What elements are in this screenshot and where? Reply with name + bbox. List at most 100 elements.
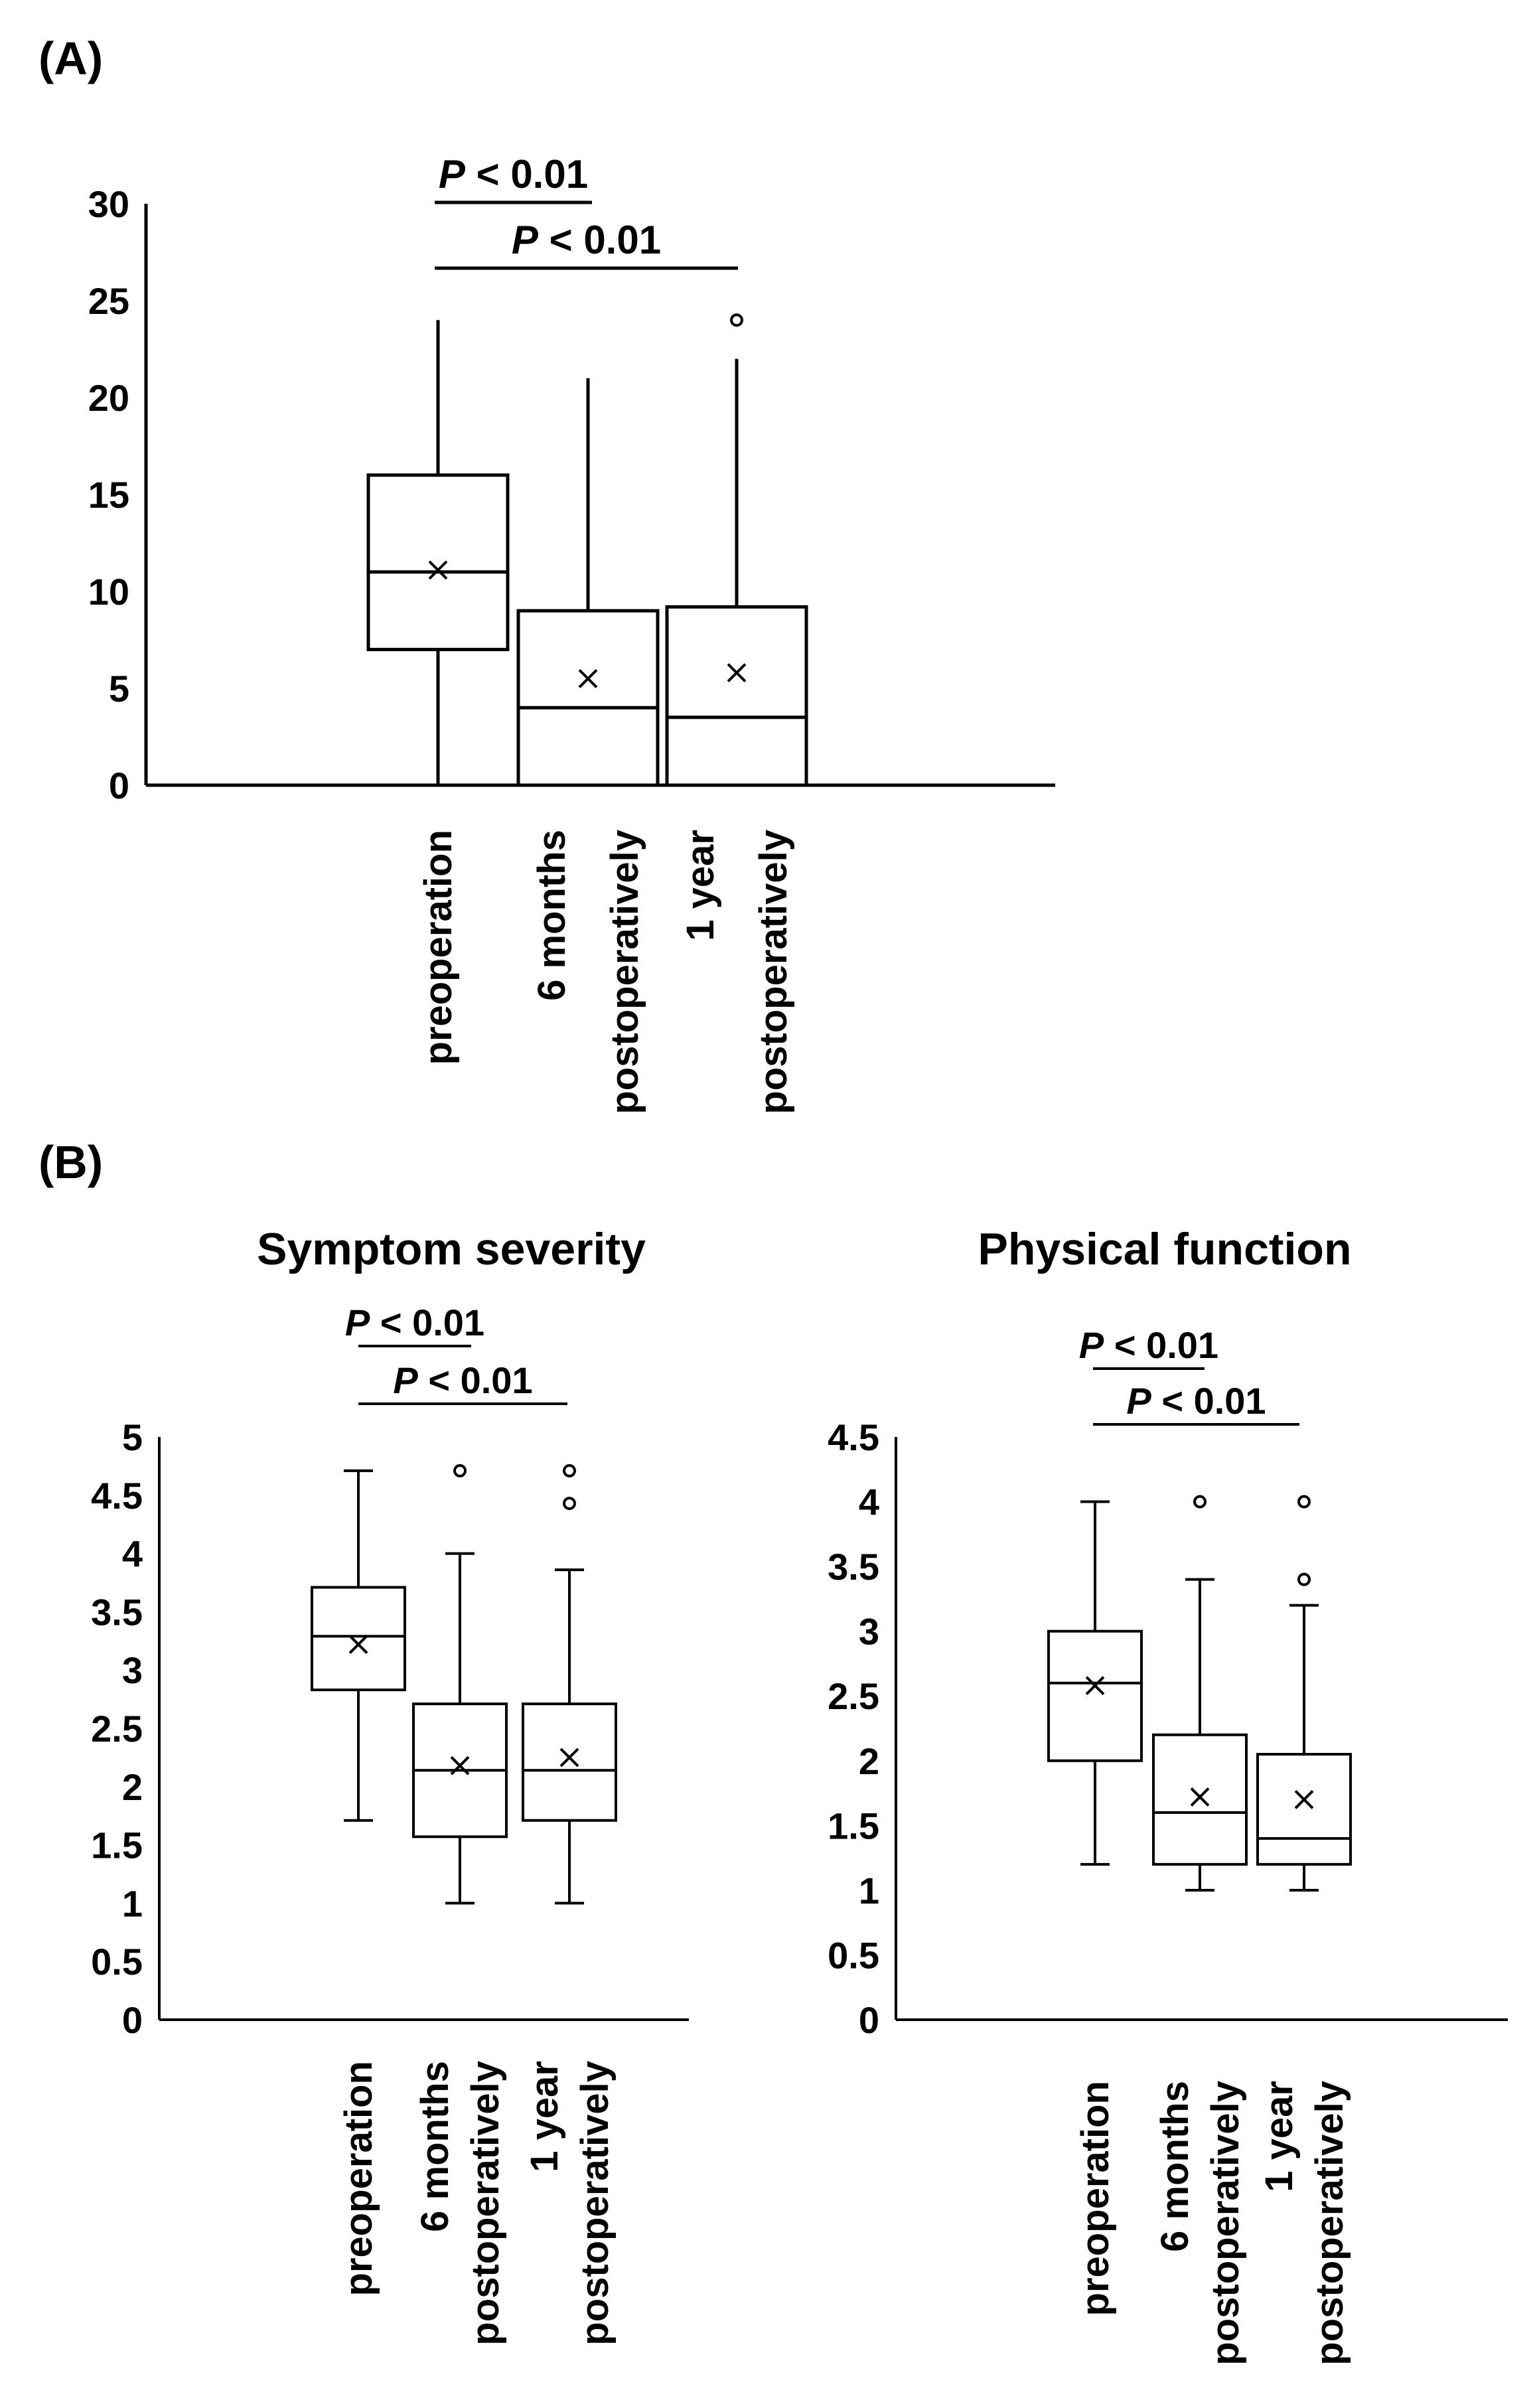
significance-bracket: P < 0.01 <box>358 1359 567 1405</box>
x-category-label-line: 1 year <box>523 2061 566 2172</box>
y-tick-label: 0 <box>859 1999 879 2041</box>
mean-marker-stroke <box>1085 1676 1105 1696</box>
box-2 <box>665 313 808 787</box>
outlier-point <box>1193 1495 1207 1509</box>
x-category-label-line: 6 months <box>413 2061 457 2232</box>
mean-marker <box>1190 1787 1210 1807</box>
panel-label: (A) <box>38 33 103 84</box>
x-category-label-line: postoperatively <box>464 2061 507 2346</box>
significance-value: < 0.01 <box>418 1359 533 1401</box>
y-tick-label: 10 <box>88 571 129 613</box>
y-tick-label: 1.5 <box>91 1825 143 1866</box>
outlier-point <box>563 1497 576 1511</box>
x-category-label: preoperation <box>1074 2081 1117 2316</box>
mean-marker <box>578 668 598 688</box>
significance-label: P < 0.01 <box>345 1302 484 1343</box>
significance-bracket: P < 0.01 <box>345 1302 484 1347</box>
chart-title: Physical function <box>978 1224 1352 1274</box>
mean-marker-stroke <box>727 663 747 683</box>
chart-title: Symptom severity <box>257 1224 646 1274</box>
y-tick-label: 3 <box>122 1649 143 1691</box>
x-category-label-line: 6 months <box>1153 2081 1197 2252</box>
iqr-box <box>311 1586 406 1692</box>
significance-p: P <box>512 218 539 262</box>
x-category-label-line: postoperatively <box>1308 2081 1351 2366</box>
iqr-box <box>665 605 808 787</box>
y-tick-label: 2 <box>122 1766 143 1808</box>
box-0 <box>366 320 510 785</box>
y-tick-label: 15 <box>88 474 129 516</box>
y-tick-label: 4.5 <box>828 1416 879 1458</box>
significance-label: P < 0.01 <box>512 218 661 262</box>
x-category-label-line: 1 year <box>1258 2081 1301 2192</box>
iqr-box <box>366 473 510 652</box>
iqr-box <box>1152 1733 1248 1866</box>
y-tick-label: 1.5 <box>828 1805 879 1846</box>
significance-label: P < 0.01 <box>393 1359 532 1401</box>
y-tick-label: 0.5 <box>828 1934 879 1976</box>
y-tick-label: 3 <box>859 1611 879 1653</box>
significance-value: < 0.01 <box>1151 1380 1266 1422</box>
y-tick-label: 30 <box>88 183 129 225</box>
iqr-box <box>1047 1629 1143 1762</box>
mean-marker-stroke <box>1294 1789 1314 1809</box>
x-category-label-line: postoperatively <box>1204 2081 1247 2366</box>
x-category-label-line: postoperatively <box>752 830 795 1114</box>
box-2 <box>522 1464 617 1905</box>
significance-p: P <box>1079 1324 1104 1366</box>
significance-value: < 0.01 <box>538 218 661 262</box>
x-category-label-line: 6 months <box>530 830 573 1001</box>
x-category-label-line: postoperatively <box>573 2061 617 2346</box>
significance-p: P <box>439 152 466 196</box>
mean-marker <box>559 1748 579 1768</box>
y-tick-label: 2.5 <box>828 1675 879 1717</box>
x-category-label: 1 year postoperatively <box>679 830 795 1114</box>
mean-marker-stroke <box>450 1756 470 1775</box>
box-1 <box>412 1464 508 1905</box>
mean-marker-stroke <box>428 560 448 580</box>
x-category-label: preoperation <box>337 2061 380 2296</box>
iqr-box <box>522 1702 617 1822</box>
y-tick-label: 2 <box>859 1740 879 1782</box>
outlier-point <box>453 1464 467 1477</box>
y-tick-label: 4 <box>122 1533 143 1575</box>
box-0 <box>311 1469 406 1822</box>
mean-marker <box>348 1635 368 1654</box>
y-tick-label: 3.5 <box>91 1591 143 1633</box>
panel-label: (B) <box>38 1136 103 1188</box>
box-plot-panel-1: (B)Symptom severity00.511.522.533.544.55… <box>38 1136 689 2346</box>
significance-p: P <box>345 1302 370 1343</box>
significance-label: P < 0.01 <box>439 152 588 196</box>
y-tick-label: 5 <box>122 1416 143 1458</box>
significance-value: < 0.01 <box>370 1302 484 1343</box>
outlier-point <box>563 1464 576 1477</box>
mean-marker <box>727 663 747 683</box>
significance-bracket: P < 0.01 <box>435 152 592 204</box>
y-tick-label: 0.5 <box>91 1941 143 1983</box>
x-category-label-line: 1 year <box>679 830 722 941</box>
mean-marker-stroke <box>559 1748 579 1768</box>
mean-marker-stroke <box>578 668 598 688</box>
y-tick-label: 0 <box>109 765 129 806</box>
y-tick-label: 1 <box>122 1882 143 1924</box>
significance-label: P < 0.01 <box>1079 1324 1218 1366</box>
mean-marker <box>450 1756 470 1775</box>
mean-marker-stroke <box>1190 1787 1210 1807</box>
significance-bracket: P < 0.01 <box>435 218 738 270</box>
iqr-box <box>1256 1753 1352 1866</box>
y-tick-label: 3.5 <box>828 1546 879 1588</box>
iqr-box <box>516 609 660 787</box>
significance-value: < 0.01 <box>1104 1324 1218 1366</box>
box-2 <box>1256 1495 1352 1892</box>
mean-marker <box>1085 1676 1105 1696</box>
significance-label: P < 0.01 <box>1126 1380 1266 1422</box>
y-tick-label: 4 <box>859 1481 879 1523</box>
outlier-point <box>730 313 743 327</box>
y-tick-label: 20 <box>88 377 129 419</box>
